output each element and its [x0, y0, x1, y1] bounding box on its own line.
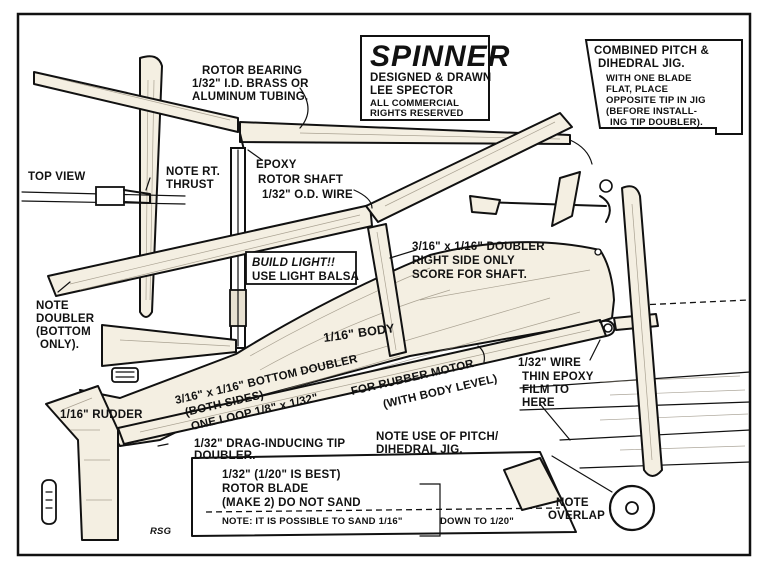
jig-note-line7: ING TIP DOUBLER).: [610, 117, 703, 128]
label-rotor-shaft-2: 1/32" O.D. WIRE: [262, 189, 353, 201]
label-pitch-jig-2: DIHEDRAL JIG.: [376, 444, 463, 456]
title-line1: DESIGNED & DRAWN: [370, 72, 491, 84]
title-box: [360, 35, 490, 121]
label-note-doubler-2: DOUBLER: [36, 313, 95, 325]
jig-note-line4: FLAT, PLACE: [606, 84, 668, 95]
label-sand-note-b: DOWN TO 1/20": [440, 516, 514, 527]
label-rotor-blade-2: ROTOR BLADE: [222, 483, 308, 495]
label-overlap-1: NOTE: [556, 497, 589, 509]
label-rotor-bearing-1: ROTOR BEARING: [202, 65, 302, 77]
label-rotor-blade-3: (MAKE 2) DO NOT SAND: [222, 497, 361, 509]
label-doubler-2: RIGHT SIDE ONLY: [412, 255, 515, 267]
jig-note-line3: WITH ONE BLADE: [606, 73, 692, 84]
title-line4: RIGHTS RESERVED: [370, 108, 464, 119]
drawing-border: [16, 12, 752, 557]
label-wire: 1/32" WIRE: [518, 357, 581, 369]
label-note-thrust-2: THRUST: [166, 179, 214, 191]
jig-note-line2: DIHEDRAL JIG.: [598, 58, 685, 70]
label-build-light-1: BUILD LIGHT!!: [252, 257, 335, 269]
label-sand-note-a: NOTE: IT IS POSSIBLE TO SAND 1/16": [222, 516, 403, 527]
background-fuselage-ghost: [519, 299, 751, 469]
label-build-light-2: USE LIGHT BALSA: [252, 271, 359, 283]
build-light-box: [245, 251, 357, 285]
label-doubler-1: 3/16" x 1/16" DOUBLER: [412, 241, 545, 253]
label-note-doubler-1: NOTE: [36, 300, 69, 312]
small-wheel-left: [41, 479, 57, 525]
pitch-jig-sketch: [469, 139, 613, 256]
label-note-thrust-1: NOTE RT.: [166, 166, 220, 178]
label-epoxy-film-1: THIN EPOXY: [522, 371, 594, 383]
rotor-blade-pattern: [191, 451, 577, 537]
label-epoxy: EPOXY: [256, 159, 297, 171]
label-drag-tip-1: 1/32" DRAG-INDUCING TIP: [194, 438, 345, 450]
upper-rotor-blade: [33, 71, 571, 151]
label-rotor-blade-1: 1/32" (1/20" IS BEST): [222, 469, 341, 481]
diagonal-rotor-blade: [47, 112, 573, 297]
label-rudder: 1/16" RUDDER: [60, 409, 143, 421]
label-overlap-2: OVERLAP: [548, 510, 605, 522]
jig-note-line6: (BEFORE INSTALL-: [606, 106, 697, 117]
label-note-doubler-3: (BOTTOM: [36, 326, 91, 338]
label-rotor-bearing-2: 1/32" I.D. BRASS OR: [192, 78, 309, 90]
label-pitch-jig-1: NOTE USE OF PITCH/: [376, 431, 499, 443]
title-text: SPINNER: [370, 40, 510, 73]
label-rotor-shaft-1: ROTOR SHAFT: [258, 174, 343, 186]
label-rotor-bearing-3: ALUMINUM TUBING.: [192, 91, 308, 103]
label-drag-tip-2: DOUBLER.: [194, 450, 256, 462]
label-epoxy-film-2: FILM TO: [522, 384, 569, 396]
jig-note-box: [584, 39, 743, 135]
label-note-doubler-4: ONLY).: [40, 339, 79, 351]
propeller: [621, 185, 663, 477]
title-line3: ALL COMMERCIAL: [370, 98, 459, 109]
jig-note-line1: COMBINED PITCH &: [594, 45, 709, 57]
label-doubler-3: SCORE FOR SHAFT.: [412, 269, 527, 281]
jig-note-line5: OPPOSITE TIP IN JIG: [606, 95, 706, 106]
top-view-bearing: [95, 186, 125, 206]
signature: RSG: [150, 526, 172, 537]
title-line2: LEE SPECTOR: [370, 85, 454, 97]
label-epoxy-film-3: HERE: [522, 397, 555, 409]
top-view-model: [21, 55, 186, 318]
wheel: [551, 455, 656, 532]
rudder: [45, 385, 119, 541]
leader-lines: [57, 87, 601, 447]
side-propeller-left: [101, 324, 237, 383]
label-top-view: TOP VIEW: [28, 171, 85, 183]
